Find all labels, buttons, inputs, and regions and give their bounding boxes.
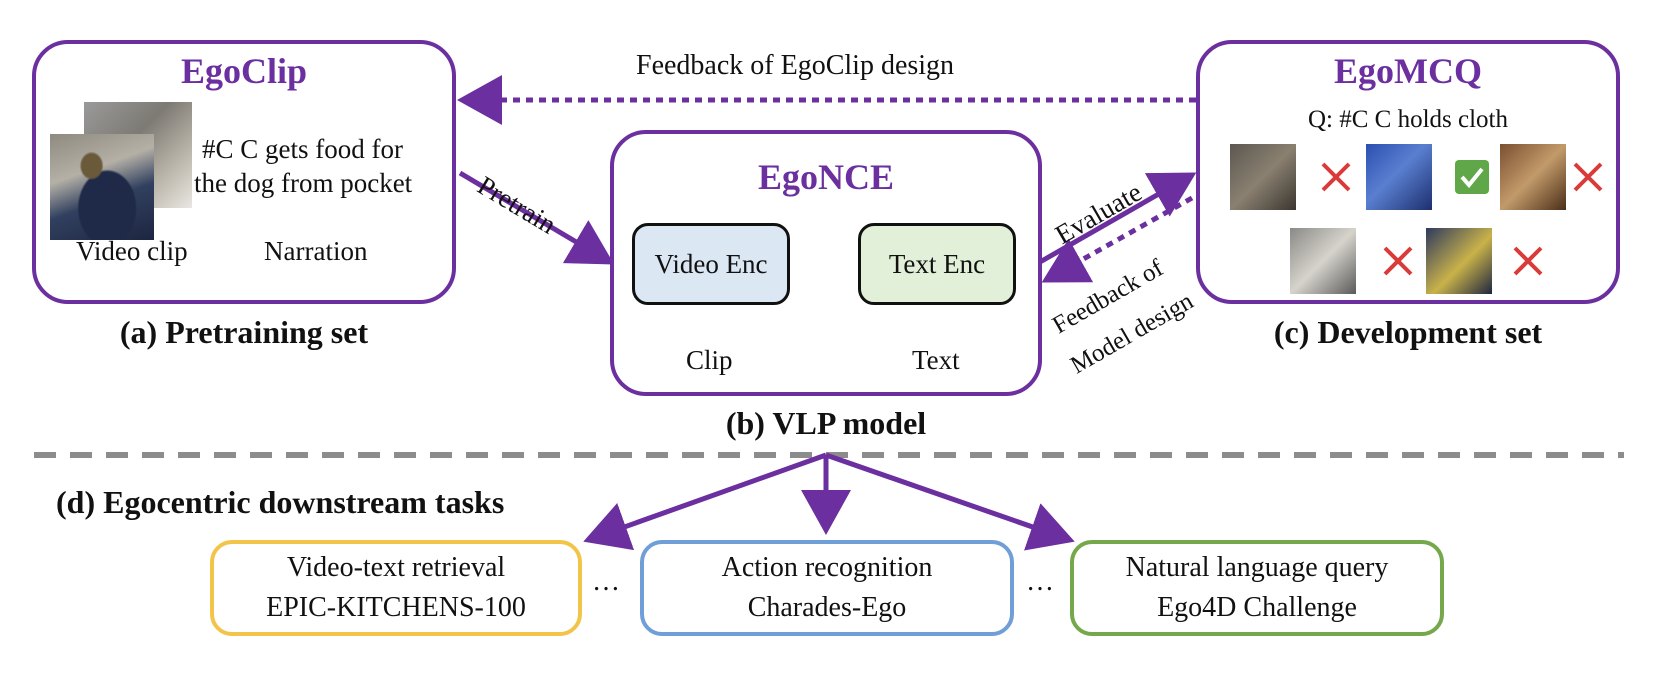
mcq-option-5-thumb [1426,228,1492,294]
feedback-model-arrow [1041,195,1194,283]
task-video-text-retrieval: Video-text retrieval EPIC-KITCHENS-100 [210,540,582,636]
text-encoder-box: Text Enc [858,223,1016,305]
mcq-option-4-thumb [1290,228,1356,294]
mcq-question: Q: #C C holds cloth [1307,106,1508,133]
narration-line-2: the dog from pocket [194,168,413,198]
narration-line-1: #C C gets food for [202,134,403,164]
narration-label: Narration [264,236,368,266]
development-caption: (c) Development set [1273,314,1543,350]
task-dataset: EPIC-KITCHENS-100 [266,592,526,623]
task-dataset: Ego4D Challenge [1157,592,1357,623]
ellipsis-1: … [592,566,620,597]
downstream-arrow-right [825,452,1075,551]
mcq-option-3-thumb [1500,144,1566,210]
ellipsis-2: … [1026,566,1054,597]
video-frame-front [50,134,154,240]
cross-icon [1376,239,1420,283]
cross-icon [1506,239,1550,283]
egomcq-panel: EgoMCQ Q: #C C holds cloth [1196,40,1620,304]
pretrain-arrow [458,170,615,265]
video-encoder-box: Video Enc [632,223,790,305]
downstream-arrow-left [583,452,827,551]
egoclip-panel: EgoClip #C C gets food for the dog from … [32,40,456,304]
task-action-recognition: Action recognition Charades-Ego [640,540,1014,636]
text-input-label: Text [912,345,960,375]
cross-icon [1566,155,1610,199]
clip-input-label: Clip [686,345,733,375]
mcq-option-2-thumb [1366,144,1432,210]
vlp-caption: (b) VLP model [725,405,927,441]
video-clip-label: Video clip [76,236,188,266]
task-title: Natural language query [1125,552,1389,583]
check-icon [1450,155,1494,199]
task-dataset: Charades-Ego [747,592,907,623]
feedback-egoclip-label: Feedback of EgoClip design [636,50,955,81]
task-title: Video-text retrieval [286,552,506,583]
egomcq-title: EgoMCQ [1334,51,1482,91]
mcq-option-1-thumb [1230,144,1296,210]
downstream-heading: (d) Egocentric downstream tasks [56,484,505,520]
egonce-title: EgoNCE [757,157,895,197]
pretraining-caption: (a) Pretraining set [119,314,369,350]
task-title: Action recognition [721,552,933,583]
cross-icon [1314,155,1358,199]
task-natural-language-query: Natural language query Ego4D Challenge [1070,540,1444,636]
egoclip-title: EgoClip [180,51,308,91]
